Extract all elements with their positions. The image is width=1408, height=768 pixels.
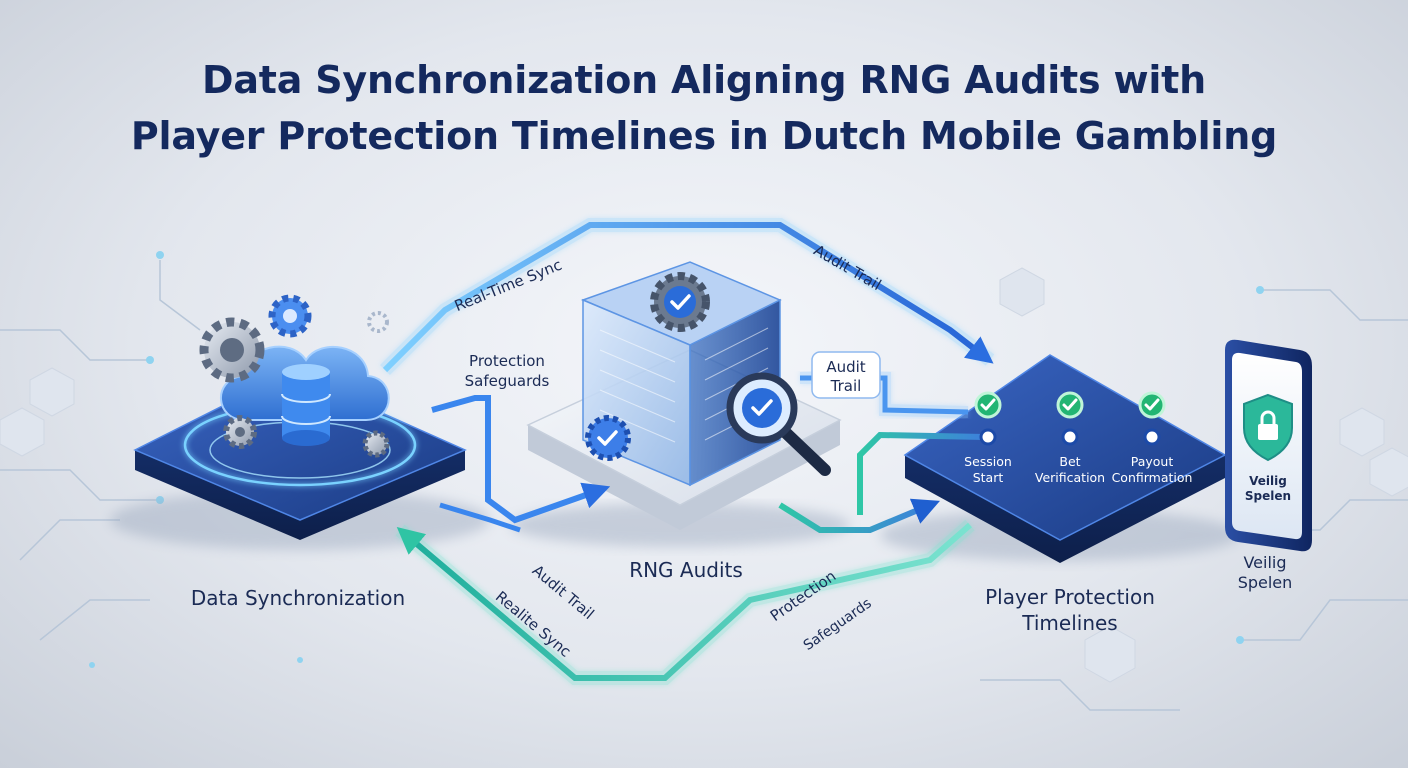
timeline-step-label: Session [964, 454, 1012, 469]
audit-trail-top-label: Audit Trail [811, 241, 885, 294]
mobile-label-line-2: Spelen [1238, 573, 1293, 592]
gear-icon-large [199, 317, 265, 383]
page-title: Data Synchronization Aligning RNG Audits… [0, 52, 1408, 164]
real-time-sync-label: Real-Time Sync [452, 256, 564, 315]
audit-trail-bottom-label: Audit Trail [529, 561, 598, 623]
audit-trail-box-line-1: Audit [826, 358, 865, 376]
timeline-step-label: Payout [1131, 454, 1174, 469]
data-sync-node [110, 294, 490, 550]
top-blue-flow [380, 218, 995, 375]
gear-icon-small [223, 415, 257, 449]
check-circle-icon [1138, 391, 1166, 419]
gear-icon-faint [367, 311, 389, 333]
gear-icon-blue [268, 294, 312, 338]
title-line-2: Player Protection Timelines in Dutch Mob… [130, 114, 1278, 158]
background-hexagons [0, 267, 1408, 683]
audit-trail-box-flow [800, 351, 969, 418]
protection-safeguards-flow [431, 395, 611, 533]
timeline-node-dot [1143, 428, 1161, 446]
audit-trail-box [811, 351, 881, 399]
timeline-step-label: Bet [1059, 454, 1080, 469]
background-circuits [0, 251, 1408, 711]
data-sync-label: Data Synchronization [191, 586, 405, 610]
mobile-phone [1225, 339, 1312, 552]
rng-audits-node [510, 261, 850, 547]
player-protection-label-line-1: Player Protection [985, 585, 1155, 609]
timeline-step-label: Verification [1035, 470, 1105, 485]
timeline-steps: SessionStartBetVerificationPayoutConfirm… [964, 391, 1193, 485]
protection-safeguards-line-2: Safeguards [465, 372, 550, 390]
title-line-1: Data Synchronization Aligning RNG Audits… [201, 58, 1206, 102]
check-circle-icon [1056, 391, 1084, 419]
audit-trail-box-line-2: Trail [830, 377, 862, 395]
player-protection-label-line-2: Timelines [1021, 611, 1117, 635]
timeline-node-dot [979, 428, 997, 446]
timeline-node-dot [1061, 428, 1079, 446]
rng-audits-label: RNG Audits [629, 558, 743, 582]
magnifier-check-icon [726, 372, 831, 476]
verified-badge-icon [585, 415, 631, 461]
database-icon [281, 364, 331, 446]
mobile-label-line-1: Veilig [1243, 553, 1286, 572]
safeguards-bottom-label: Safeguards [801, 596, 875, 654]
teal-return-flow [778, 431, 986, 533]
bottom-green-flow [395, 519, 975, 685]
phone-screen-line-1: Veilig [1249, 474, 1287, 488]
timeline-step-label: Confirmation [1112, 470, 1193, 485]
check-circle-icon [974, 391, 1002, 419]
protection-safeguards-line-1: Protection [469, 352, 545, 370]
gear-icon-tiny [362, 430, 390, 458]
timeline-step-label: Start [973, 470, 1004, 485]
phone-screen-line-2: Spelen [1245, 489, 1291, 503]
shield-lock-icon [1243, 393, 1293, 462]
gear-check-icon [650, 272, 710, 332]
